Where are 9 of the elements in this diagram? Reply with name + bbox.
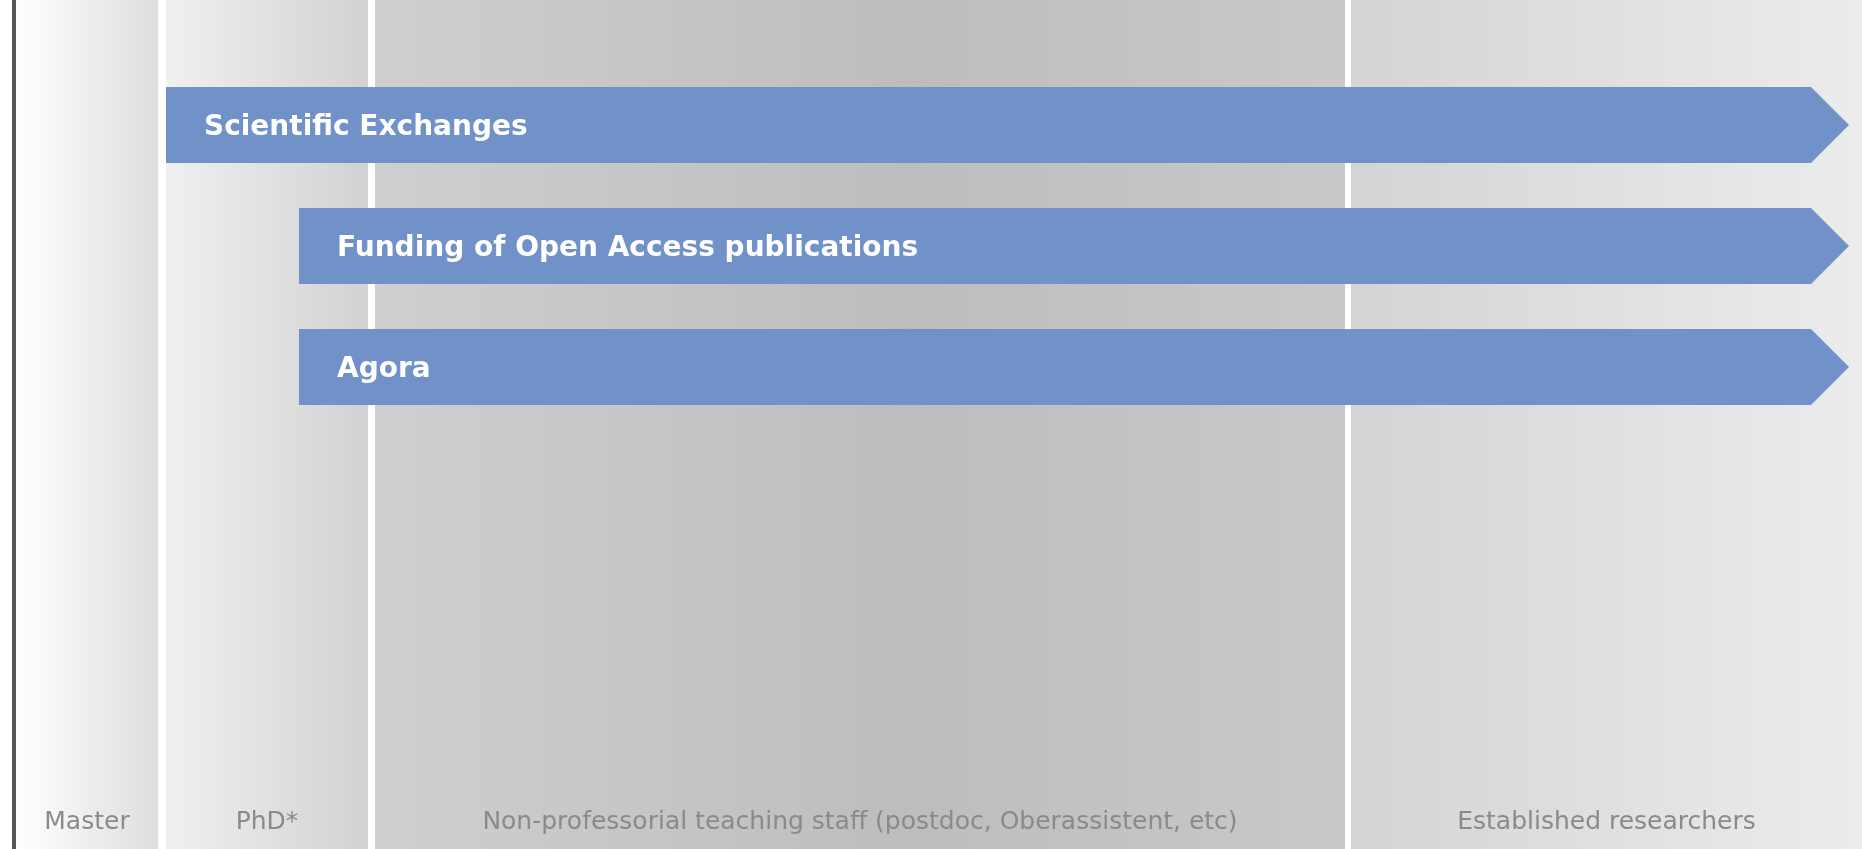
- bar-label: Funding of Open Access publications: [337, 229, 919, 263]
- bar-label: Agora: [337, 350, 431, 384]
- arrow-bar: [299, 208, 1849, 284]
- stage-label: PhD*: [234, 806, 300, 835]
- stage-label: Established researchers: [1456, 806, 1757, 835]
- arrow-bar: [166, 87, 1849, 163]
- arrow-bar: [299, 329, 1849, 405]
- stage-label: Master: [43, 806, 131, 835]
- bar-label: Scientific Exchanges: [204, 108, 528, 142]
